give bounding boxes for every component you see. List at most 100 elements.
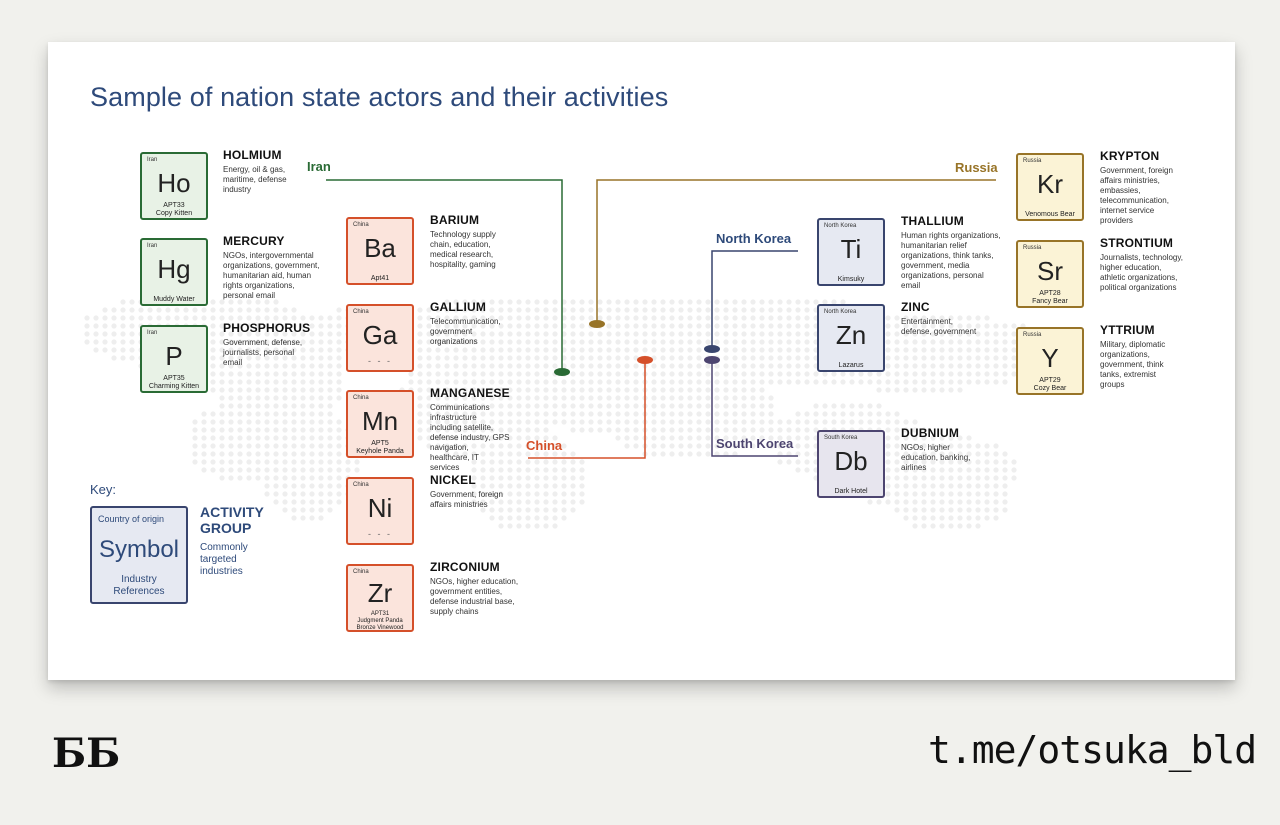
element-tile-krypton: Russia Kr Venomous Bear — [1016, 153, 1084, 221]
map-dot — [795, 299, 801, 305]
map-dot — [444, 403, 450, 409]
key-label: Key: — [90, 482, 117, 497]
map-dot — [741, 339, 747, 345]
tile-country: South Korea — [824, 435, 858, 441]
map-dot — [318, 419, 324, 425]
map-dot — [336, 363, 342, 369]
map-dot — [210, 323, 216, 329]
map-dot — [462, 323, 468, 329]
map-dot — [759, 307, 765, 313]
map-dot — [318, 387, 324, 393]
map-dot — [282, 435, 288, 441]
map-dot — [975, 363, 981, 369]
map-dot — [894, 427, 900, 433]
element-tile-strontium: Russia Sr APT28 Fancy Bear — [1016, 240, 1084, 308]
map-dot — [732, 427, 738, 433]
map-dot — [597, 347, 603, 353]
map-dot — [948, 323, 954, 329]
map-dot — [453, 371, 459, 377]
map-dot — [210, 467, 216, 473]
map-dot — [741, 379, 747, 385]
map-dot — [435, 395, 441, 401]
map-dot — [597, 419, 603, 425]
map-dot — [750, 339, 756, 345]
map-dot — [291, 323, 297, 329]
map-dot — [957, 339, 963, 345]
map-dot — [462, 315, 468, 321]
map-dot — [219, 363, 225, 369]
map-dot — [732, 355, 738, 361]
map-dot — [588, 403, 594, 409]
map-dot — [309, 499, 315, 505]
map-dot — [570, 339, 576, 345]
map-dot — [660, 371, 666, 377]
map-dot — [570, 483, 576, 489]
map-dot — [696, 355, 702, 361]
map-dot — [786, 331, 792, 337]
map-dot — [624, 387, 630, 393]
map-dot — [633, 363, 639, 369]
map-dot — [732, 435, 738, 441]
map-dot — [453, 363, 459, 369]
map-dot — [543, 427, 549, 433]
actor-targets: Government, defense, journalists, person… — [223, 338, 303, 367]
map-dot — [930, 347, 936, 353]
map-dot — [894, 411, 900, 417]
map-dot — [957, 491, 963, 497]
map-dot — [291, 419, 297, 425]
map-dot — [201, 411, 207, 417]
map-dot — [894, 315, 900, 321]
map-dot — [606, 419, 612, 425]
map-dot — [750, 363, 756, 369]
map-dot — [597, 363, 603, 369]
map-dot — [444, 307, 450, 313]
map-dot — [831, 403, 837, 409]
map-dot — [435, 427, 441, 433]
map-dot — [93, 331, 99, 337]
map-dot — [993, 483, 999, 489]
map-dot — [417, 435, 423, 441]
actor-name: ZINC — [901, 300, 930, 314]
map-dot — [417, 331, 423, 337]
map-dot — [543, 475, 549, 481]
map-dot — [678, 419, 684, 425]
connector-overlay — [84, 179, 1053, 529]
map-dot — [579, 483, 585, 489]
map-dot — [489, 435, 495, 441]
map-dot — [678, 427, 684, 433]
map-dot — [840, 411, 846, 417]
map-dot — [1011, 347, 1017, 353]
map-dot — [795, 419, 801, 425]
map-dot — [732, 411, 738, 417]
channel-handle[interactable]: t.me/otsuka_bld — [928, 728, 1257, 772]
actor-info-manganese: MANGANESE Communications infrastructure … — [430, 386, 530, 473]
map-dot — [930, 451, 936, 457]
map-dot — [471, 419, 477, 425]
map-dot — [723, 403, 729, 409]
map-dot — [930, 459, 936, 465]
map-dot — [210, 427, 216, 433]
map-dot — [1002, 507, 1008, 513]
actor-info-zinc: ZINC Entertainment, defense, government — [901, 300, 1001, 337]
map-dot — [210, 443, 216, 449]
map-dot — [966, 483, 972, 489]
map-dot — [462, 347, 468, 353]
map-dot — [426, 395, 432, 401]
map-dot — [615, 307, 621, 313]
map-dot — [885, 379, 891, 385]
map-dot — [534, 435, 540, 441]
map-dot — [813, 371, 819, 377]
map-dot — [939, 475, 945, 481]
map-dot — [471, 435, 477, 441]
map-dot — [318, 507, 324, 513]
map-dot — [1002, 355, 1008, 361]
map-dot — [885, 347, 891, 353]
map-dot — [948, 339, 954, 345]
map-dot — [498, 419, 504, 425]
tile-symbol: Ni — [367, 493, 393, 523]
map-dot — [273, 323, 279, 329]
map-dot — [597, 355, 603, 361]
map-dot — [417, 403, 423, 409]
map-dot — [336, 459, 342, 465]
map-dot — [471, 371, 477, 377]
